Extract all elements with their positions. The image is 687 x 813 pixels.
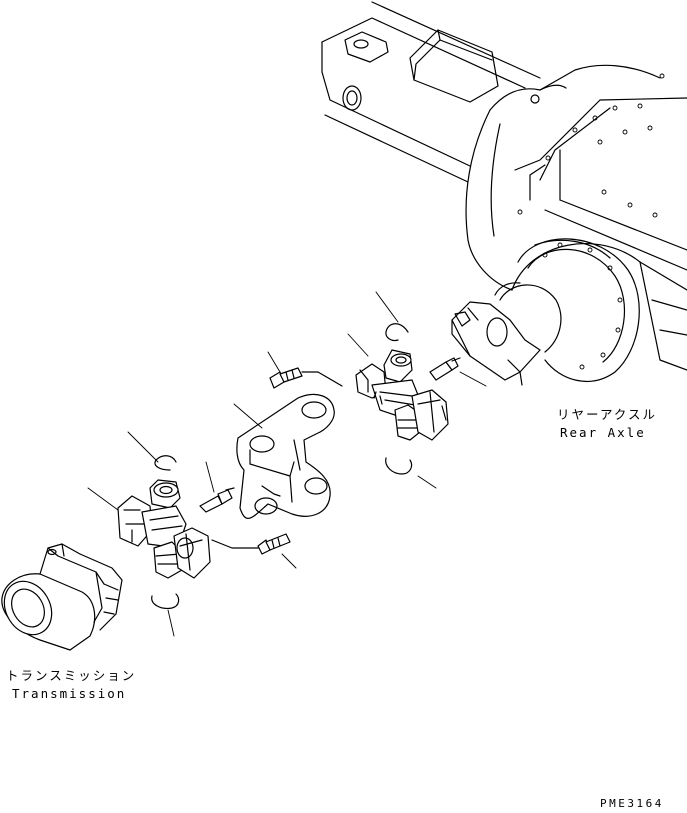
transmission-label-en: Transmission xyxy=(12,686,126,701)
snap-ring-lower-2 xyxy=(151,593,180,609)
transmission-label-jp: トランスミッション xyxy=(6,668,136,683)
snap-ring-upper-1 xyxy=(385,323,409,342)
bolt-upper xyxy=(269,367,343,389)
grease-fitting-upper xyxy=(429,357,461,381)
leader-lines xyxy=(87,291,487,637)
transmission-flange xyxy=(1,543,123,651)
drawing-code: PME3164 xyxy=(600,797,664,810)
snap-ring-lower-1 xyxy=(154,455,177,471)
front-spider-joint xyxy=(117,479,211,579)
snap-ring-upper-2 xyxy=(385,457,413,475)
grease-fitting-lower xyxy=(199,487,235,513)
center-support xyxy=(236,393,335,519)
rear-axle-label-jp: リヤーアクスル xyxy=(557,407,657,422)
housing-bolts xyxy=(517,73,665,218)
bolt-lower xyxy=(211,533,291,555)
rear-axle-housing xyxy=(321,1,687,386)
rear-spider-joint xyxy=(355,349,449,441)
rear-axle-label-en: Rear Axle xyxy=(560,425,646,440)
